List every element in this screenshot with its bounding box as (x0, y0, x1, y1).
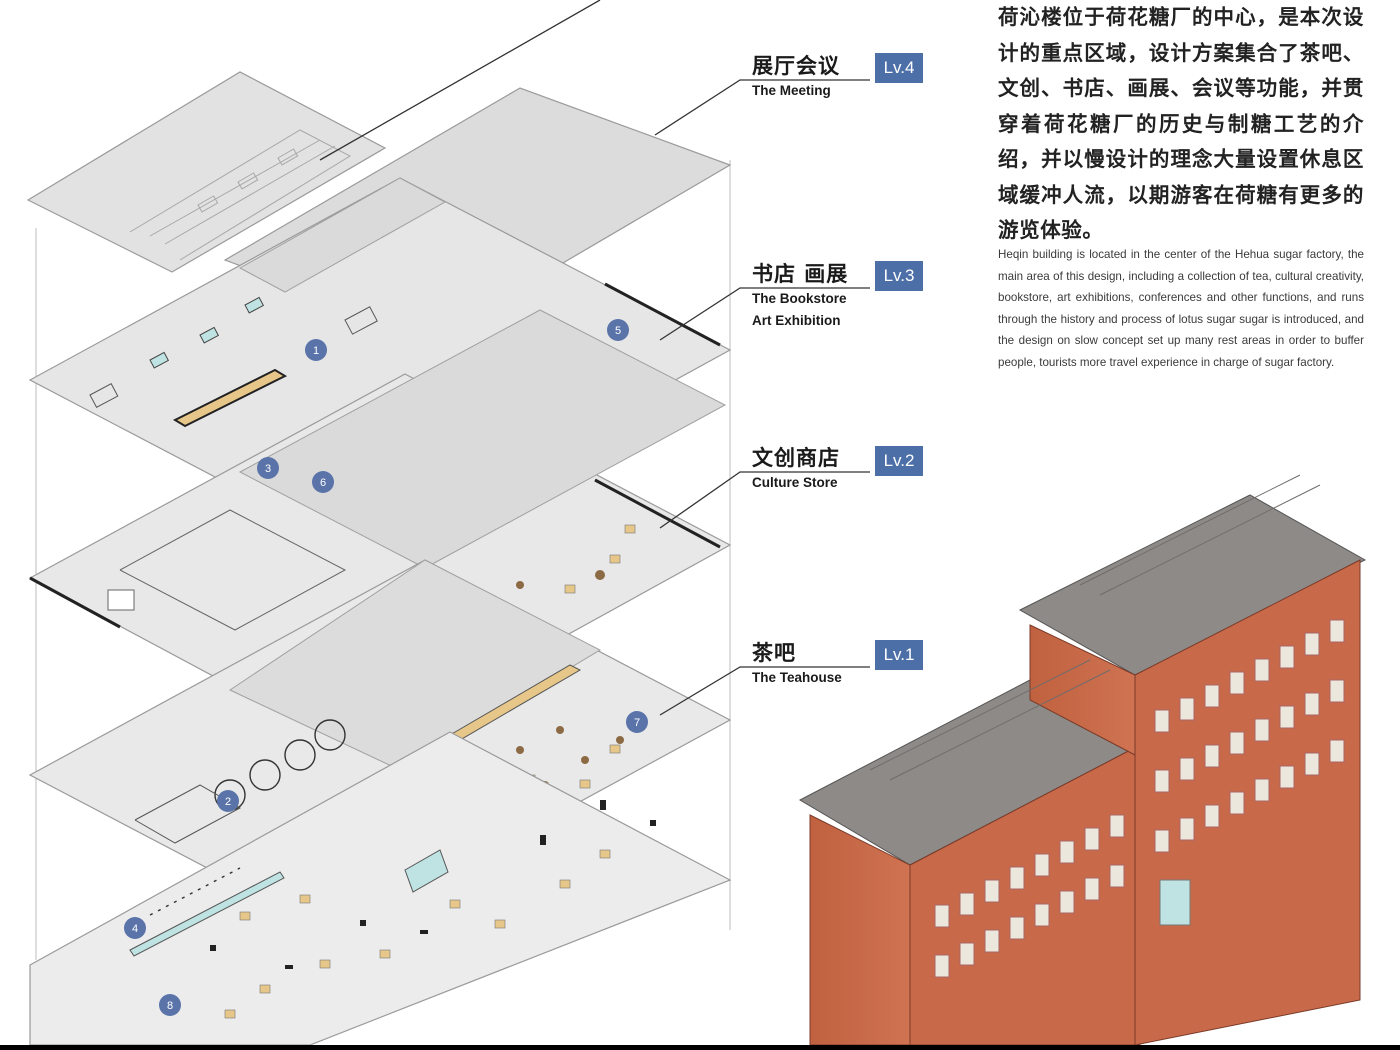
level-1-en: The Teahouse (752, 670, 842, 685)
marker-5: 5 (615, 325, 621, 337)
description-english: Heqin building is located in the center … (998, 248, 1364, 369)
level-3-badge: Lv.3 (875, 261, 923, 291)
leader-lines (319, 0, 870, 716)
description-chinese: 荷沁楼位于荷花糖厂的中心，是本次设计的重点区域，设计方案集合了茶吧、文创、书店、… (998, 5, 1364, 242)
level-3-label: 书店 画展 The Bookstore Art Exhibition (752, 258, 848, 332)
level-3-floor-plan: 1 5 (28, 177, 732, 554)
level-2-badge: Lv.2 (875, 446, 923, 476)
marker-6: 6 (320, 477, 326, 489)
building-isometric (798, 474, 1367, 1046)
marker-8: 8 (167, 1000, 173, 1012)
level-4-label: 展厅会议 The Meeting (752, 50, 840, 102)
level-2-floor-plan: 3 6 (28, 309, 732, 753)
bottom-border (0, 1045, 1400, 1050)
level-1-badge: Lv.1 (875, 640, 923, 670)
marker-2: 2 (225, 796, 231, 808)
level-2-cn: 文创商店 (752, 446, 840, 470)
marker-3: 3 (265, 463, 271, 475)
level-4-badge: Lv.4 (875, 53, 923, 83)
level-2-en: Culture Store (752, 475, 838, 490)
level-2-label: 文创商店 Culture Store (752, 442, 840, 494)
level-3-en-line1: The Bookstore (752, 291, 847, 306)
level-4-en: The Meeting (752, 83, 831, 98)
level-1-cn: 茶吧 (752, 641, 796, 665)
marker-7: 7 (634, 717, 640, 729)
level-4-cn: 展厅会议 (752, 54, 840, 78)
level-3-en-line2: Art Exhibition (752, 313, 841, 328)
level-1-label: 茶吧 The Teahouse (752, 637, 842, 689)
marker-1: 1 (313, 345, 319, 357)
level-3-cn: 书店 画展 (752, 262, 849, 286)
roof-plan-slab (26, 71, 387, 273)
ground-floor-plan: 4 8 (29, 731, 732, 1046)
marker-4: 4 (132, 923, 138, 935)
